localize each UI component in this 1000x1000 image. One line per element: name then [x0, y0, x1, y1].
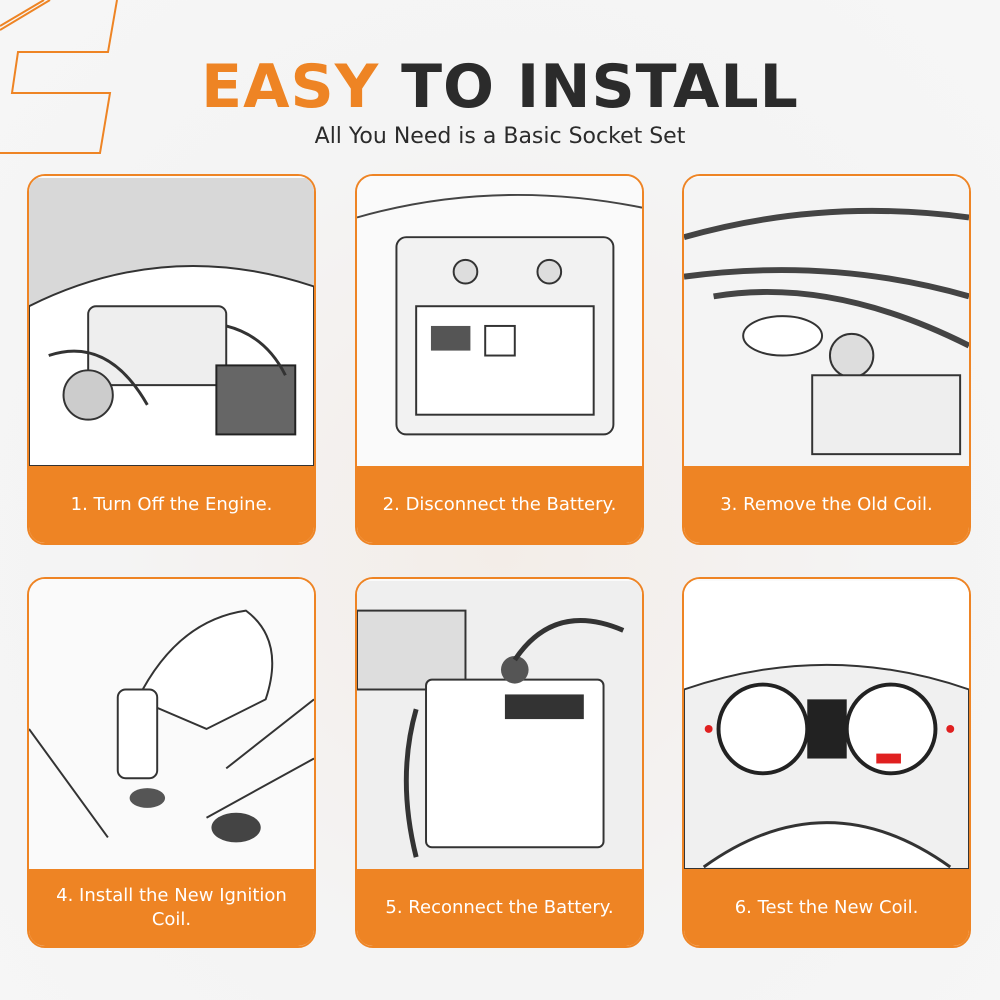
dashboard-gauges-icon [684, 579, 969, 871]
step-label: 1. Turn Off the Engine. [29, 466, 314, 543]
battery-terminal-icon [357, 579, 642, 871]
battery-icon [357, 176, 642, 468]
title-accent: EASY [201, 52, 380, 122]
engine-bay-icon [29, 176, 314, 468]
step-card-3: 3. Remove the Old Coil. [682, 174, 971, 545]
step-card-2: 2. Disconnect the Battery. [355, 174, 644, 545]
title-rest: TO INSTALL [401, 52, 799, 122]
step-label: 6. Test the New Coil. [684, 869, 969, 946]
hand-removing-coil-icon [684, 176, 969, 468]
step-card-1: 1. Turn Off the Engine. [27, 174, 316, 545]
step-card-4: 4. Install the New Ignition Coil. [27, 577, 316, 948]
step-label: 4. Install the New Ignition Coil. [29, 869, 314, 946]
step-label: 2. Disconnect the Battery. [357, 466, 642, 543]
decorative-outline-shape [0, 0, 118, 154]
step-label: 5. Reconnect the Battery. [357, 869, 642, 946]
subtitle: All You Need is a Basic Socket Set [314, 124, 686, 149]
step-label: 3. Remove the Old Coil. [684, 466, 969, 543]
page-title: EASY TO INSTALL [0, 52, 1000, 122]
hand-installing-coil-icon [29, 579, 314, 871]
step-card-6: 6. Test the New Coil. [682, 577, 971, 948]
step-card-5: 5. Reconnect the Battery. [355, 577, 644, 948]
